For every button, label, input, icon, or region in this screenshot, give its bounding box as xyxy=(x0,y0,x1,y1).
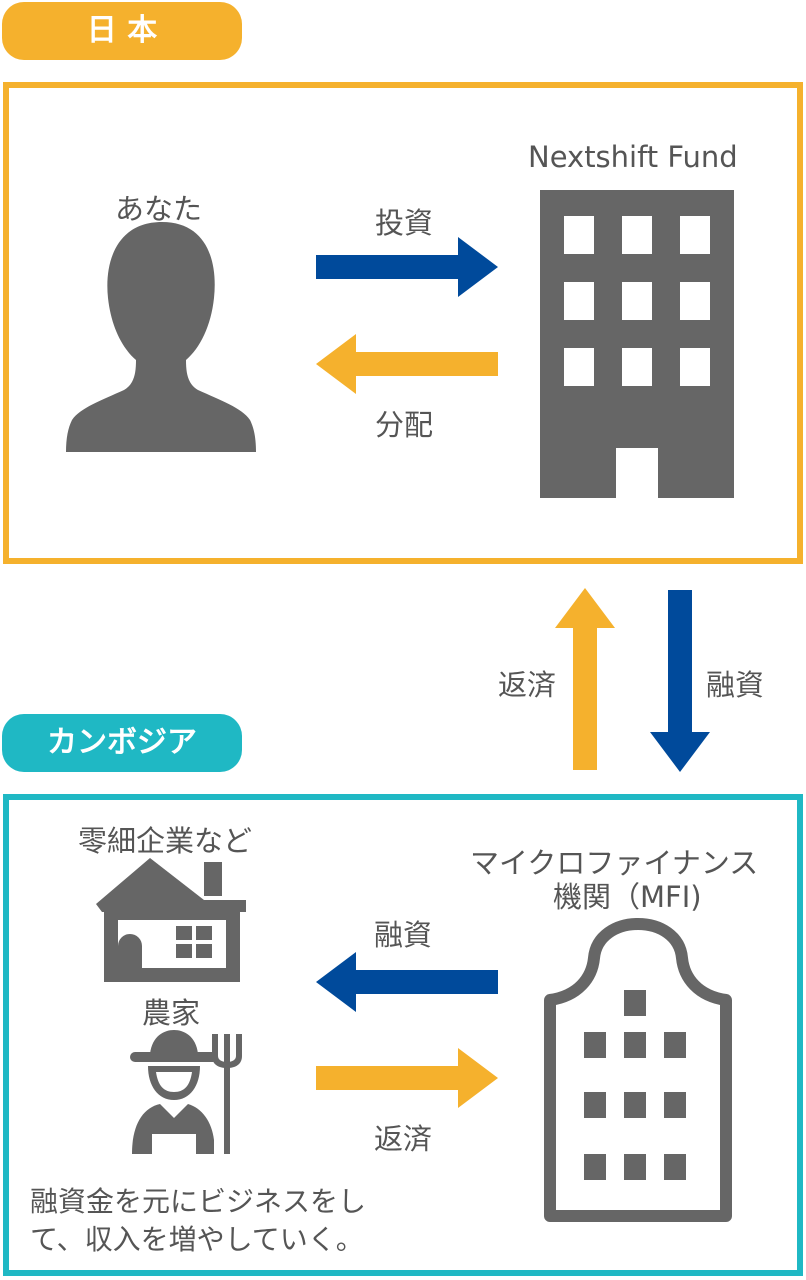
mfi-label-line1: マイクロファイナンス xyxy=(470,846,759,880)
small-business-label: 零細企業など xyxy=(78,824,253,858)
invest-arrow-icon xyxy=(316,237,498,297)
repay-up-arrow-icon xyxy=(555,588,615,770)
note-line1: 融資金を元にビジネスをし xyxy=(30,1185,367,1218)
finance-label: 融資 xyxy=(374,918,433,952)
dividend-arrow-icon xyxy=(316,334,498,394)
fund-label: Nextshift Fund xyxy=(528,140,738,174)
farmer-label: 農家 xyxy=(142,996,201,1030)
you-label: あなた xyxy=(115,192,203,226)
invest-label: 投資 xyxy=(375,206,434,240)
mfi-label-line2: 機関（MFI) xyxy=(553,880,702,914)
person-icon xyxy=(66,222,256,452)
office-building-icon xyxy=(540,190,734,498)
repay-between-label: 返済 xyxy=(498,668,557,702)
repay-label: 返済 xyxy=(374,1122,433,1156)
japan-box xyxy=(3,82,803,564)
finance-left-arrow-icon xyxy=(316,952,498,1012)
finance-between-label: 融資 xyxy=(706,668,765,702)
house-icon xyxy=(96,858,246,982)
repay-right-arrow-icon xyxy=(316,1048,498,1108)
cambodia-region-label: カンボジア xyxy=(2,714,242,772)
finance-down-arrow-icon xyxy=(650,590,710,772)
cambodia-box xyxy=(3,794,803,1276)
farmer-icon xyxy=(130,1030,242,1154)
note-line2: て、収入を増やしていく。 xyxy=(30,1223,364,1256)
dividend-label: 分配 xyxy=(375,408,434,442)
japan-region-label: 日 本 xyxy=(2,2,242,60)
mfi-building-icon xyxy=(544,918,732,1222)
